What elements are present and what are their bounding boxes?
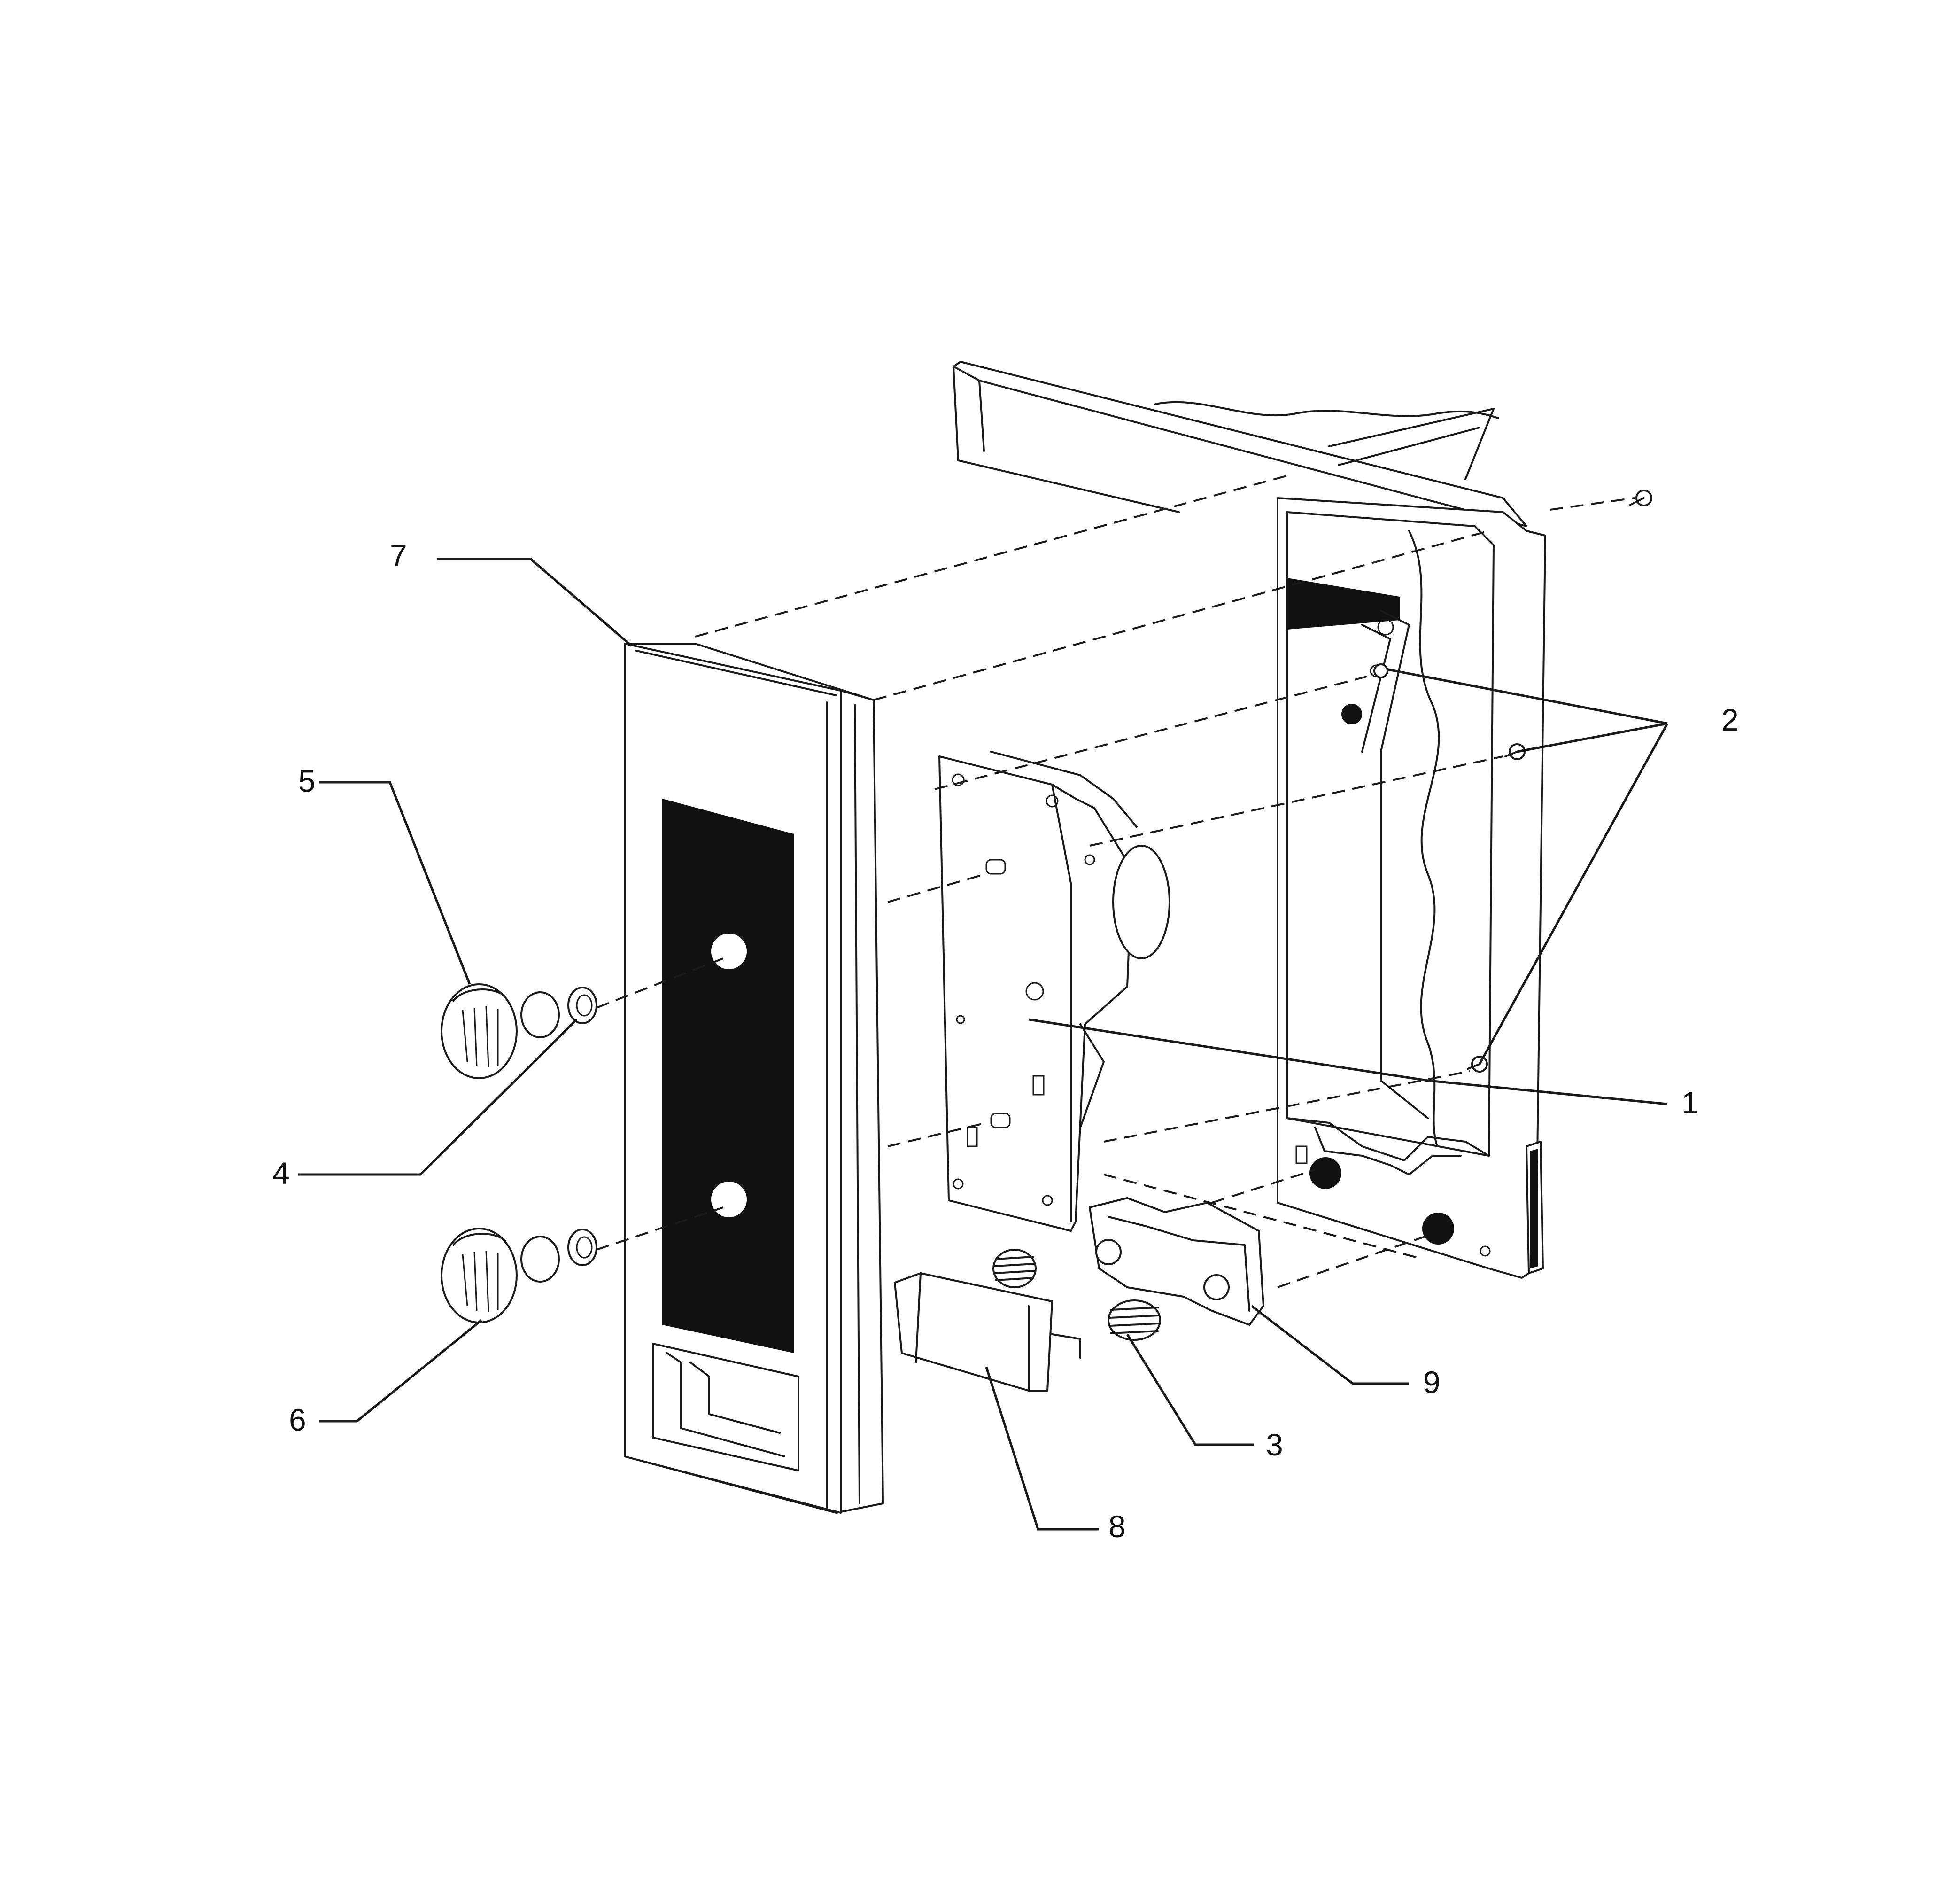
callout-labels: 1 2 3 4 5 6 7 8 9 (272, 538, 1739, 1544)
control-panel (624, 643, 884, 1514)
lever-bracket (1089, 1197, 1264, 1326)
callout-6: 6 (289, 1402, 306, 1437)
door-button (894, 1272, 1081, 1392)
callout-4: 4 (272, 1156, 290, 1190)
callout-8: 8 (1108, 1509, 1126, 1544)
door-frame (953, 361, 1546, 1279)
knob-upper (441, 983, 560, 1079)
springs (992, 1249, 1161, 1341)
washers (567, 987, 597, 1266)
callout-1: 1 (1681, 1085, 1699, 1120)
callout-3: 3 (1266, 1427, 1283, 1462)
knob-lower (441, 1228, 560, 1323)
leader-lines (298, 558, 1669, 1531)
callout-5: 5 (298, 763, 316, 798)
timer-switch-plate (938, 751, 1170, 1232)
assembly-lines (596, 474, 1635, 1288)
callout-9: 9 (1423, 1365, 1441, 1400)
callout-7: 7 (390, 538, 407, 573)
callout-2: 2 (1721, 702, 1739, 737)
